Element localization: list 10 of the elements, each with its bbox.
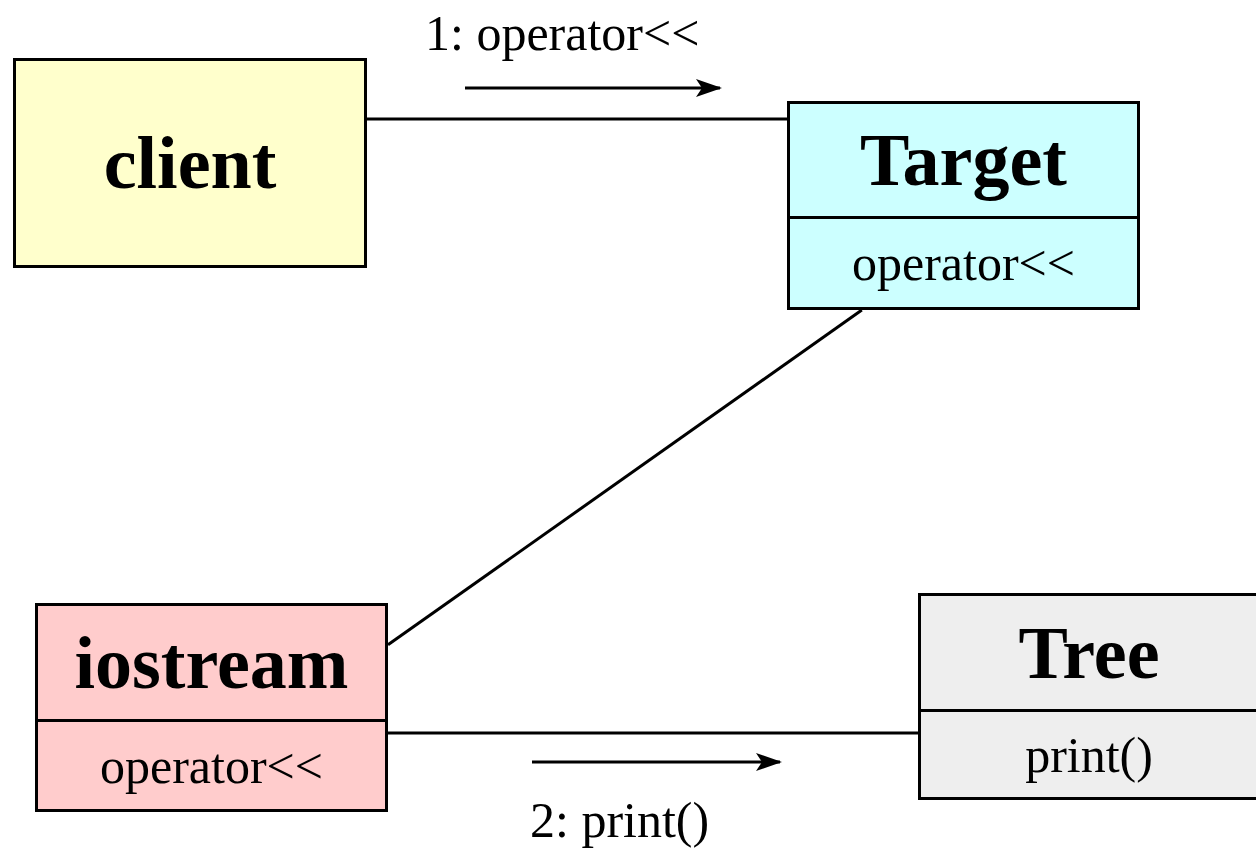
class-name: iostream	[74, 625, 349, 700]
connector-line	[387, 308, 863, 647]
class-box	[918, 593, 1256, 800]
class-name: Tree	[1018, 615, 1160, 690]
class-box	[35, 603, 388, 812]
class-box	[787, 101, 1140, 310]
class-box	[13, 58, 367, 268]
connector-line	[367, 117, 787, 121]
class-name: client	[103, 126, 277, 200]
connector-line	[388, 731, 918, 735]
